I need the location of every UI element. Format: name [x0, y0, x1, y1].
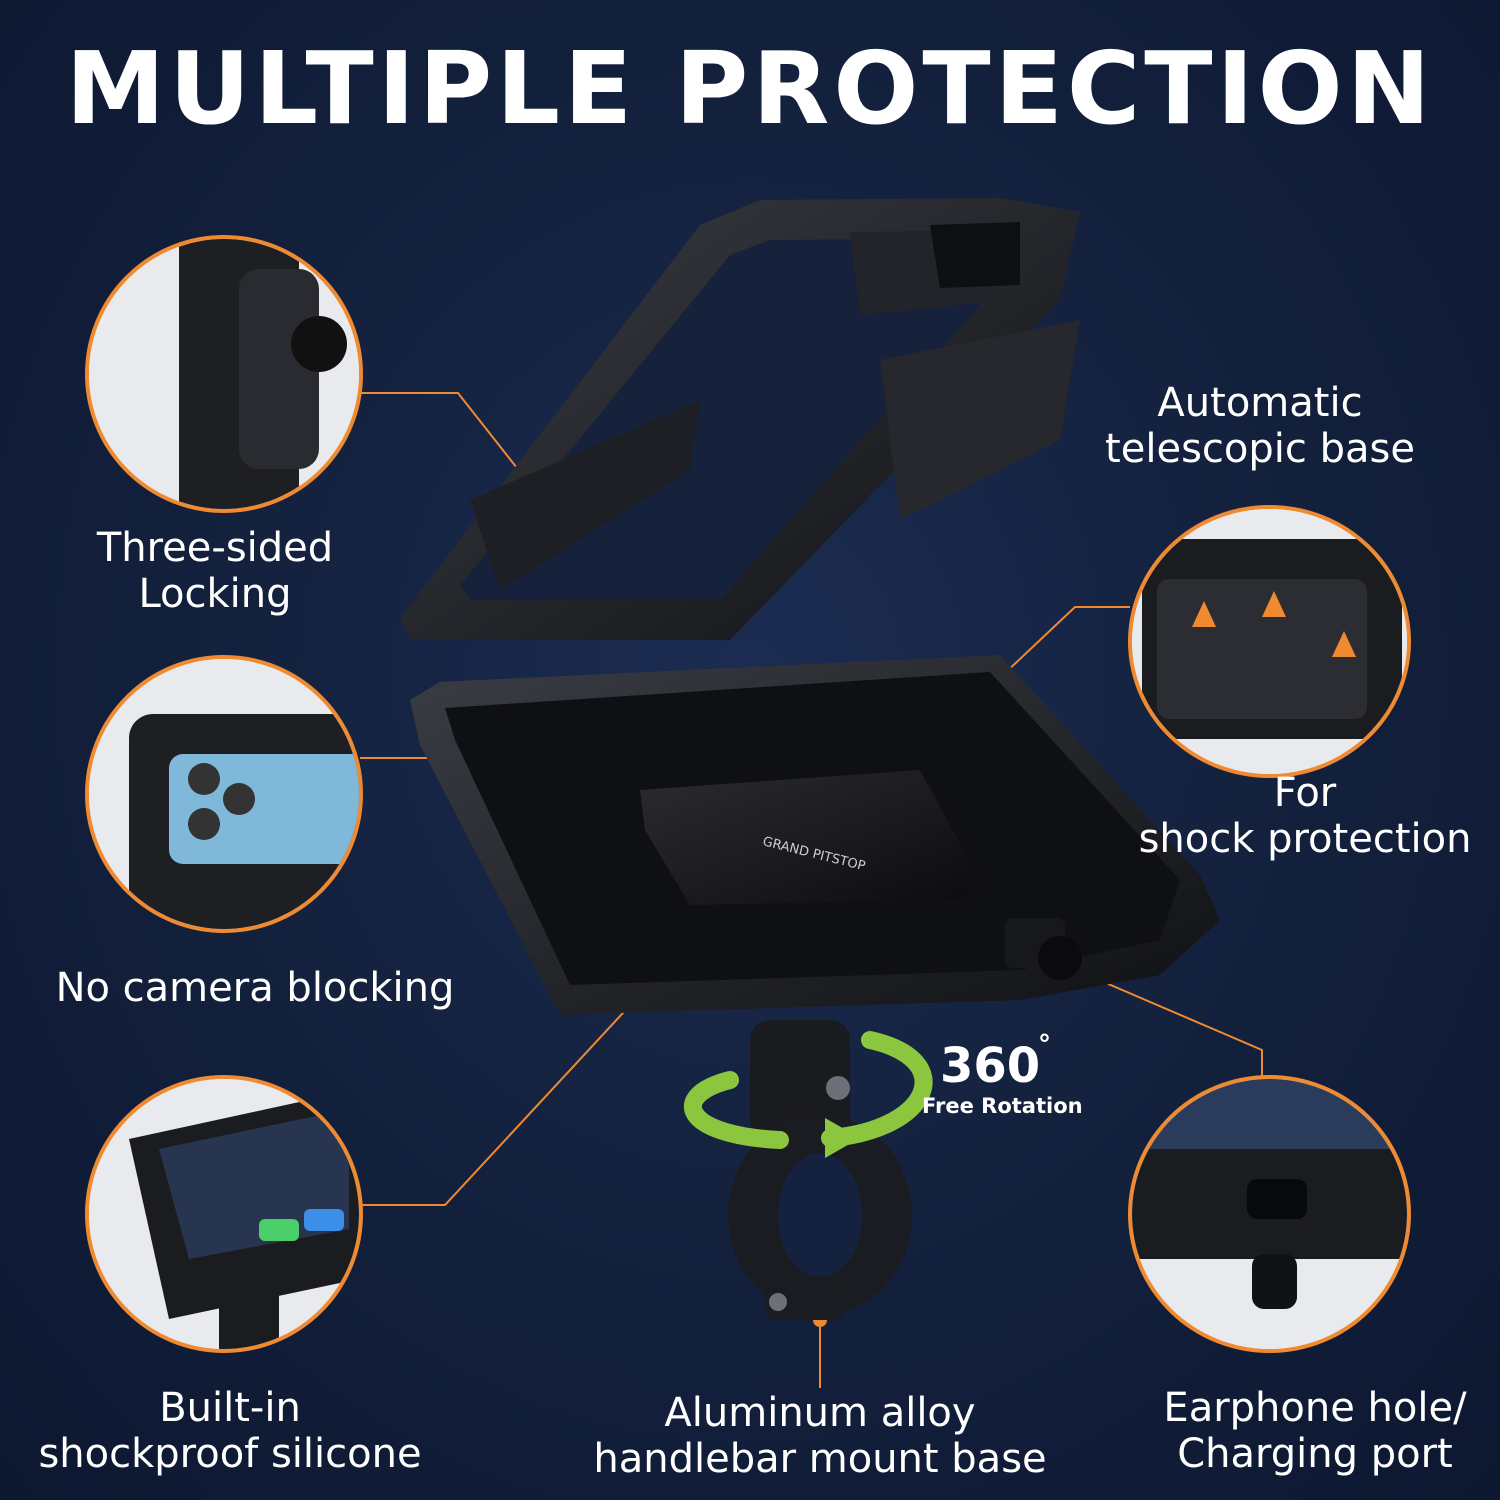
- detail-circle-camera: [85, 655, 363, 933]
- label-shock-protection: For shock protection: [1138, 770, 1472, 862]
- detail-circle-locking: [85, 235, 363, 513]
- label-earphone-port: Earphone hole/ Charging port: [1163, 1385, 1467, 1477]
- label-builtin-silicone: Built-in shockproof silicone: [38, 1385, 422, 1477]
- rotation-arrow-icon: [684, 1031, 933, 1149]
- rotation-degrees: 360: [940, 1038, 1041, 1094]
- label-aluminum-mount: Aluminum alloy handlebar mount base: [593, 1390, 1047, 1482]
- rotation-degree-sign: °: [1038, 1030, 1051, 1060]
- case-lid: [400, 198, 1080, 640]
- detail-circle-earphone: [1128, 1075, 1411, 1353]
- case-tray: GRAND PITSTOP: [410, 655, 1220, 1015]
- label-automatic-telescopic: Automatic telescopic base: [1105, 380, 1415, 472]
- rotation-label: Free Rotation: [922, 1094, 1083, 1118]
- detail-circle-silicone: [85, 1075, 363, 1353]
- label-no-camera-blocking: No camera blocking: [55, 965, 455, 1011]
- detail-circle-telescopic: [1128, 505, 1411, 778]
- label-three-sided-locking: Three-sided Locking: [96, 525, 334, 617]
- handlebar-mount: [728, 1020, 912, 1320]
- page-title: MULTIPLE PROTECTION: [65, 30, 1435, 147]
